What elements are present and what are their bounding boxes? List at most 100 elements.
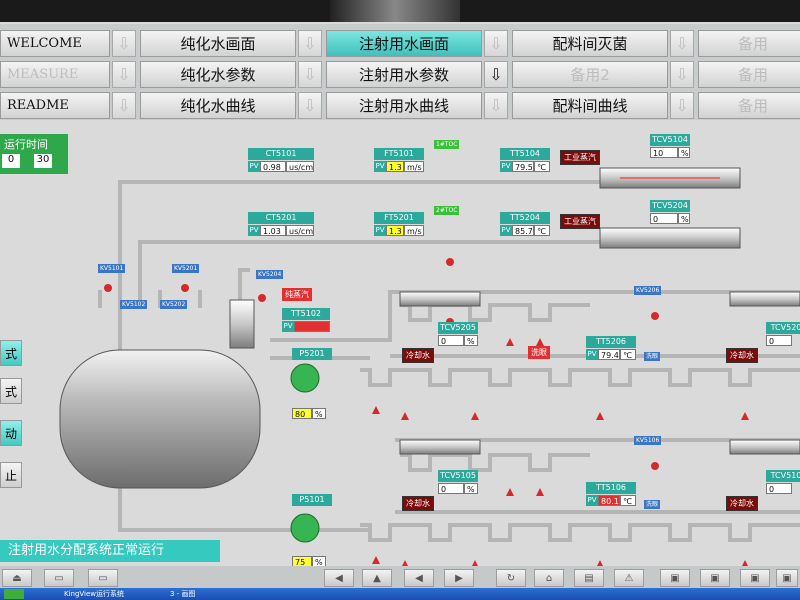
ft5101-unit: m/s	[404, 161, 424, 172]
cooling-water-label: 冷却水	[726, 348, 758, 363]
arrow-down-icon[interactable]: ⇩	[670, 61, 694, 88]
ct5101-tag: CT5101	[248, 148, 314, 160]
up-icon[interactable]: ▲	[362, 569, 392, 587]
nav-pure-water-params[interactable]: 纯化水参数	[140, 61, 296, 88]
tcv5105-tag: TCV5105	[438, 470, 478, 482]
nav-readme[interactable]: README	[0, 92, 110, 119]
arrow-down-icon[interactable]: ⇩	[484, 61, 508, 88]
mode-button-1[interactable]: 式	[0, 340, 22, 366]
stop-button[interactable]: 止	[0, 462, 22, 488]
arrow-down-icon[interactable]: ⇩	[670, 92, 694, 119]
kv-tag: KV5106	[634, 436, 662, 445]
windows-taskbar: KingView运行系统 3 - 画图	[0, 588, 800, 600]
tt5102-value	[294, 321, 330, 332]
arrow-down-icon[interactable]: ⇩	[484, 30, 508, 57]
pv-label: PV	[374, 225, 386, 236]
right-icon[interactable]: ▶	[444, 569, 474, 587]
arrow-down-icon[interactable]: ⇩	[484, 92, 508, 119]
ft5201-unit: m/s	[404, 225, 424, 236]
tt5206-value: 79.4	[598, 349, 620, 360]
top-black-strip	[0, 0, 800, 22]
nav-spare-2[interactable]: 备用2	[512, 61, 668, 88]
arrow-down-icon[interactable]: ⇩	[298, 92, 322, 119]
tt5102-tag: TT5102	[282, 308, 330, 320]
back-icon[interactable]: ◀	[324, 569, 354, 587]
window-icon[interactable]: ▣	[700, 569, 730, 587]
folder-icon[interactable]: ▭	[44, 569, 74, 587]
tt5104-tag: TT5104	[500, 148, 550, 160]
kv-tag: KV5201	[172, 264, 200, 273]
nav-batching-sterilize[interactable]: 配料间灭菌	[512, 30, 668, 57]
arrow-down-icon[interactable]: ⇩	[112, 30, 136, 57]
toc1-label: 1#TOC	[434, 140, 460, 149]
tcv5205-tag: TCV5205	[438, 322, 478, 334]
kv-tag: KV5206	[634, 286, 662, 295]
nav-spare-3[interactable]: 备用	[698, 61, 800, 88]
nav-pure-water-curve[interactable]: 纯化水曲线	[140, 92, 296, 119]
tcv520r-tag: TCV520	[766, 322, 800, 334]
folder-open-icon[interactable]: ▭	[88, 569, 118, 587]
start-button[interactable]: 动	[0, 420, 22, 446]
tcv5105-unit: %	[464, 483, 478, 494]
tcv5205-value: 0	[438, 335, 464, 346]
print-icon[interactable]: ▤	[574, 569, 604, 587]
tt5106-unit: ℃	[620, 495, 636, 506]
mode-button-2[interactable]: 式	[0, 378, 22, 404]
pv-label: PV	[374, 161, 386, 172]
tcv510r-value: 0	[766, 483, 792, 494]
nav-spare-4[interactable]: 备用	[698, 92, 800, 119]
drain-label: 洗眼	[644, 500, 661, 509]
taskbar-item[interactable]: 3 - 画图	[170, 590, 196, 598]
p5201-value: 80	[292, 408, 312, 419]
arrow-down-icon[interactable]: ⇩	[112, 61, 136, 88]
bottom-toolbar: ⏏ ▭ ▭ ◀ ▲ ◀ ▶ ↻ ⌂ ▤ ⚠ ▣ ▣ ▣ ▣	[0, 566, 800, 588]
pv-label: PV	[586, 349, 598, 360]
tcv5205-unit: %	[464, 335, 478, 346]
tt5106-value: 80.1	[598, 495, 620, 506]
window-icon[interactable]: ▣	[660, 569, 690, 587]
window-icon[interactable]: ▣	[776, 569, 798, 587]
steam-label-2: 工业蒸汽	[560, 214, 600, 229]
left-icon[interactable]: ◀	[404, 569, 434, 587]
nav-batching-curve[interactable]: 配料间曲线	[512, 92, 668, 119]
nav-pure-water-screen[interactable]: 纯化水画面	[140, 30, 296, 57]
nav-spare-1[interactable]: 备用	[698, 30, 800, 57]
p5201-unit: %	[312, 408, 326, 419]
nav-wfi-screen[interactable]: 注射用水画面	[326, 30, 482, 57]
system-status-bar: 注射用水分配系统正常运行	[0, 540, 220, 562]
header-photo	[330, 0, 460, 22]
alarm-icon[interactable]: ⚠	[614, 569, 644, 587]
arrow-down-icon[interactable]: ⇩	[112, 92, 136, 119]
arrow-down-icon[interactable]: ⇩	[298, 61, 322, 88]
tcv5104-tag: TCV5104	[650, 134, 690, 146]
ft5201-tag: FT5201	[374, 212, 424, 224]
pv-label: PV	[500, 161, 512, 172]
run-time-panel: 运行时间 0 30	[0, 134, 68, 174]
nav-wfi-params[interactable]: 注射用水参数	[326, 61, 482, 88]
arrow-down-icon[interactable]: ⇩	[298, 30, 322, 57]
nav-welcome[interactable]: WELCOME	[0, 30, 110, 57]
drain-label: 洗眼	[528, 346, 550, 359]
run-hours: 0	[2, 154, 20, 168]
nav-measure[interactable]: MEASURE	[0, 61, 110, 88]
window-icon[interactable]: ▣	[740, 569, 770, 587]
ft5101-value: 1.3	[386, 161, 404, 172]
refresh-icon[interactable]: ↻	[496, 569, 526, 587]
taskbar-item[interactable]: KingView运行系统	[64, 590, 125, 598]
tt5204-tag: TT5204	[500, 212, 550, 224]
arrow-down-icon[interactable]: ⇩	[670, 30, 694, 57]
pv-label: PV	[500, 225, 512, 236]
nav-bar: WELCOME ⇩ 纯化水画面 ⇩ 注射用水画面 ⇩ 配料间灭菌 ⇩ 备用 ME…	[0, 24, 800, 120]
cooling-water-label: 冷却水	[402, 348, 434, 363]
tt5204-unit: ℃	[534, 225, 550, 236]
drain-label: 洗眼	[644, 352, 661, 361]
cooling-water-label: 冷却水	[402, 496, 434, 511]
start-button[interactable]	[4, 589, 24, 599]
kv-tag: KV5102	[120, 300, 148, 309]
nav-wfi-curve[interactable]: 注射用水曲线	[326, 92, 482, 119]
steam-label-1: 工业蒸汽	[560, 150, 600, 165]
pv-label: PV	[248, 161, 260, 172]
exit-icon[interactable]: ⏏	[2, 569, 32, 587]
home-icon[interactable]: ⌂	[534, 569, 564, 587]
ct5201-unit: us/cm	[286, 225, 314, 236]
